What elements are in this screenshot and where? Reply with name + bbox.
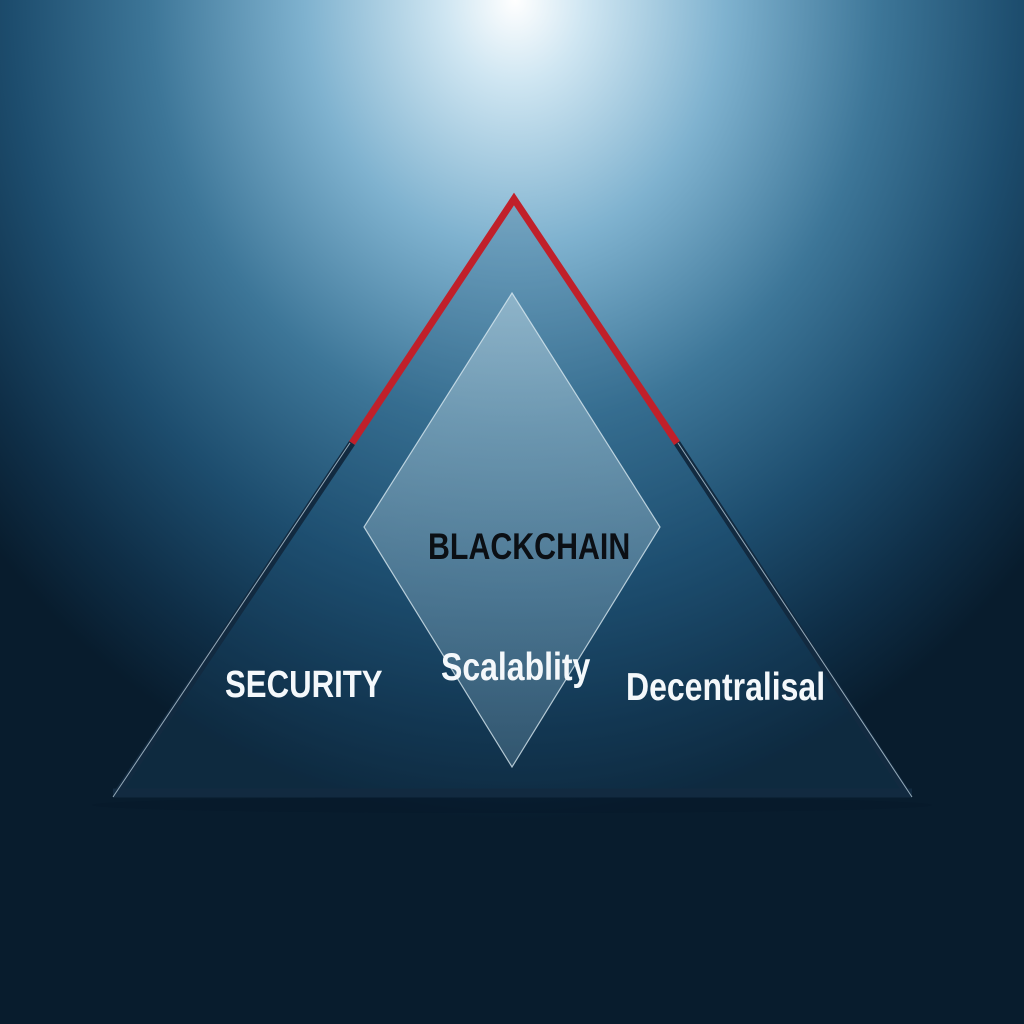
triangle-edge-right-lower [674, 441, 911, 797]
scalability-label: Scalablity [441, 646, 591, 689]
center-diamond [363, 291, 661, 769]
decentralisation-label: Decentralisal [626, 666, 826, 709]
triangle-edge-top-red [349, 192, 680, 445]
floor-shadow [92, 797, 932, 813]
triangle-edge-left-lower [113, 441, 355, 797]
triangle-highlight [112, 442, 351, 798]
security-label: SECURITY [225, 664, 383, 706]
center-label: BLACKCHAIN [428, 526, 631, 567]
triangle-highlight-right [677, 442, 913, 798]
